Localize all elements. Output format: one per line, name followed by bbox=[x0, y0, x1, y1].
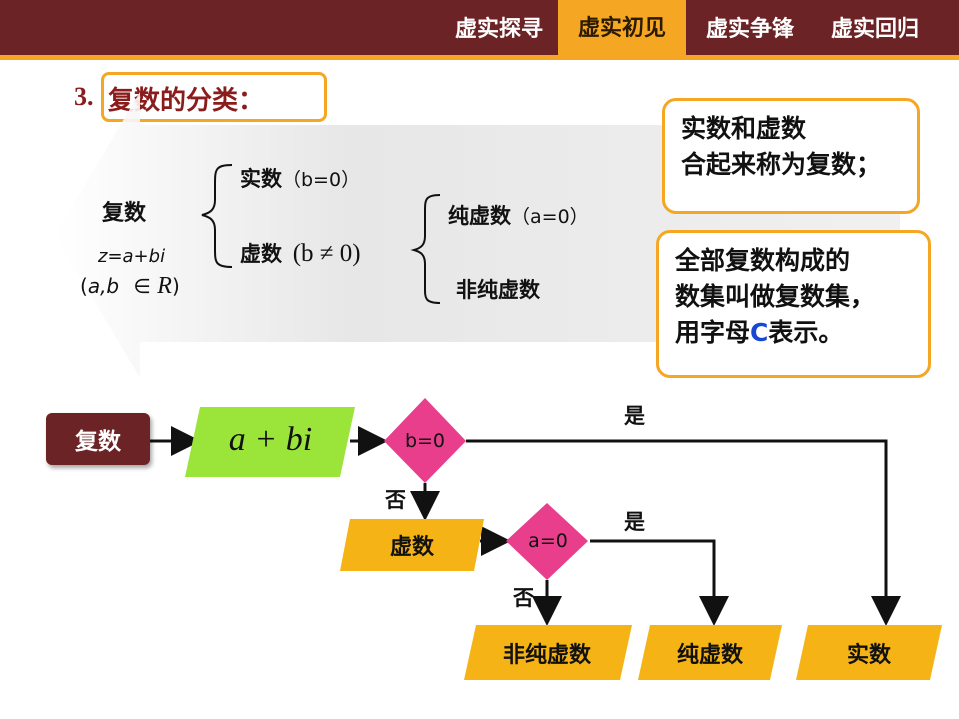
flow-expr: a + bi bbox=[228, 421, 313, 458]
brace-large bbox=[201, 164, 233, 268]
tab-contest[interactable]: 虚实争锋 bbox=[705, 17, 794, 42]
complex-condition: (a,b ∈ R) bbox=[80, 273, 180, 299]
flow-imaginary: 虚数 bbox=[389, 535, 434, 560]
tab-explore[interactable]: 虚实探寻 bbox=[454, 17, 543, 42]
real-branch: 实数（b=0） bbox=[240, 167, 361, 191]
real-parallelogram bbox=[796, 625, 942, 680]
complex-label: 复数 bbox=[102, 201, 147, 226]
non-pure-imaginary-branch: 非纯虚数 bbox=[456, 278, 540, 302]
flow-yes-label-1: 是 bbox=[624, 404, 645, 428]
note2-line2: 数集叫做复数集， bbox=[675, 282, 876, 311]
flow-decision2-label: a=0 bbox=[528, 530, 568, 552]
pure-imaginary-branch: 纯虚数（a=0） bbox=[448, 204, 589, 228]
expr-parallelogram bbox=[185, 407, 355, 477]
arrow-decision1-yes bbox=[466, 439, 901, 626]
flow-non-pure-imaginary: 非纯虚数 bbox=[502, 642, 591, 668]
decision1-diamond bbox=[384, 398, 466, 483]
flow-real: 实数 bbox=[846, 642, 891, 668]
brace-small bbox=[410, 194, 441, 304]
tab-first-look[interactable]: 虚实初见 bbox=[558, 0, 686, 55]
flow-start-complex: 复数 bbox=[46, 413, 150, 465]
top-nav-bar bbox=[0, 0, 959, 55]
flow-decision1-label: b=0 bbox=[404, 430, 446, 452]
note2-line1: 全部复数构成的 bbox=[675, 246, 851, 275]
imaginary-branch: 虚数 (b ≠ 0) bbox=[240, 240, 361, 267]
top-nav-stripe bbox=[0, 55, 959, 60]
note2-line3: 用字母C表示。 bbox=[675, 318, 844, 347]
section-number: 3. bbox=[74, 82, 94, 111]
letter-c: C bbox=[750, 318, 769, 347]
flow-pure-imaginary: 纯虚数 bbox=[676, 642, 743, 668]
decision2-diamond bbox=[506, 503, 588, 580]
section-title-box bbox=[101, 72, 327, 122]
imag-parallelogram bbox=[340, 519, 484, 571]
flow-no-label-1: 否 bbox=[385, 488, 406, 512]
note-definition: 实数和虚数 合起来称为复数； bbox=[662, 98, 920, 214]
flow-yes-label-2: 是 bbox=[624, 510, 645, 534]
nonpure-parallelogram bbox=[464, 625, 632, 680]
pure-parallelogram bbox=[638, 625, 782, 680]
note1-line1: 实数和虚数 bbox=[681, 114, 807, 143]
note1-line2: 合起来称为复数； bbox=[681, 150, 882, 179]
complex-form: z=a+bi bbox=[98, 246, 166, 267]
tab-return[interactable]: 虚实回归 bbox=[830, 17, 919, 42]
flow-no-label-2: 否 bbox=[513, 586, 534, 610]
arrow-decision2-yes bbox=[590, 539, 729, 626]
note-complex-set: 全部复数构成的 数集叫做复数集， 用字母C表示。 bbox=[656, 230, 931, 378]
